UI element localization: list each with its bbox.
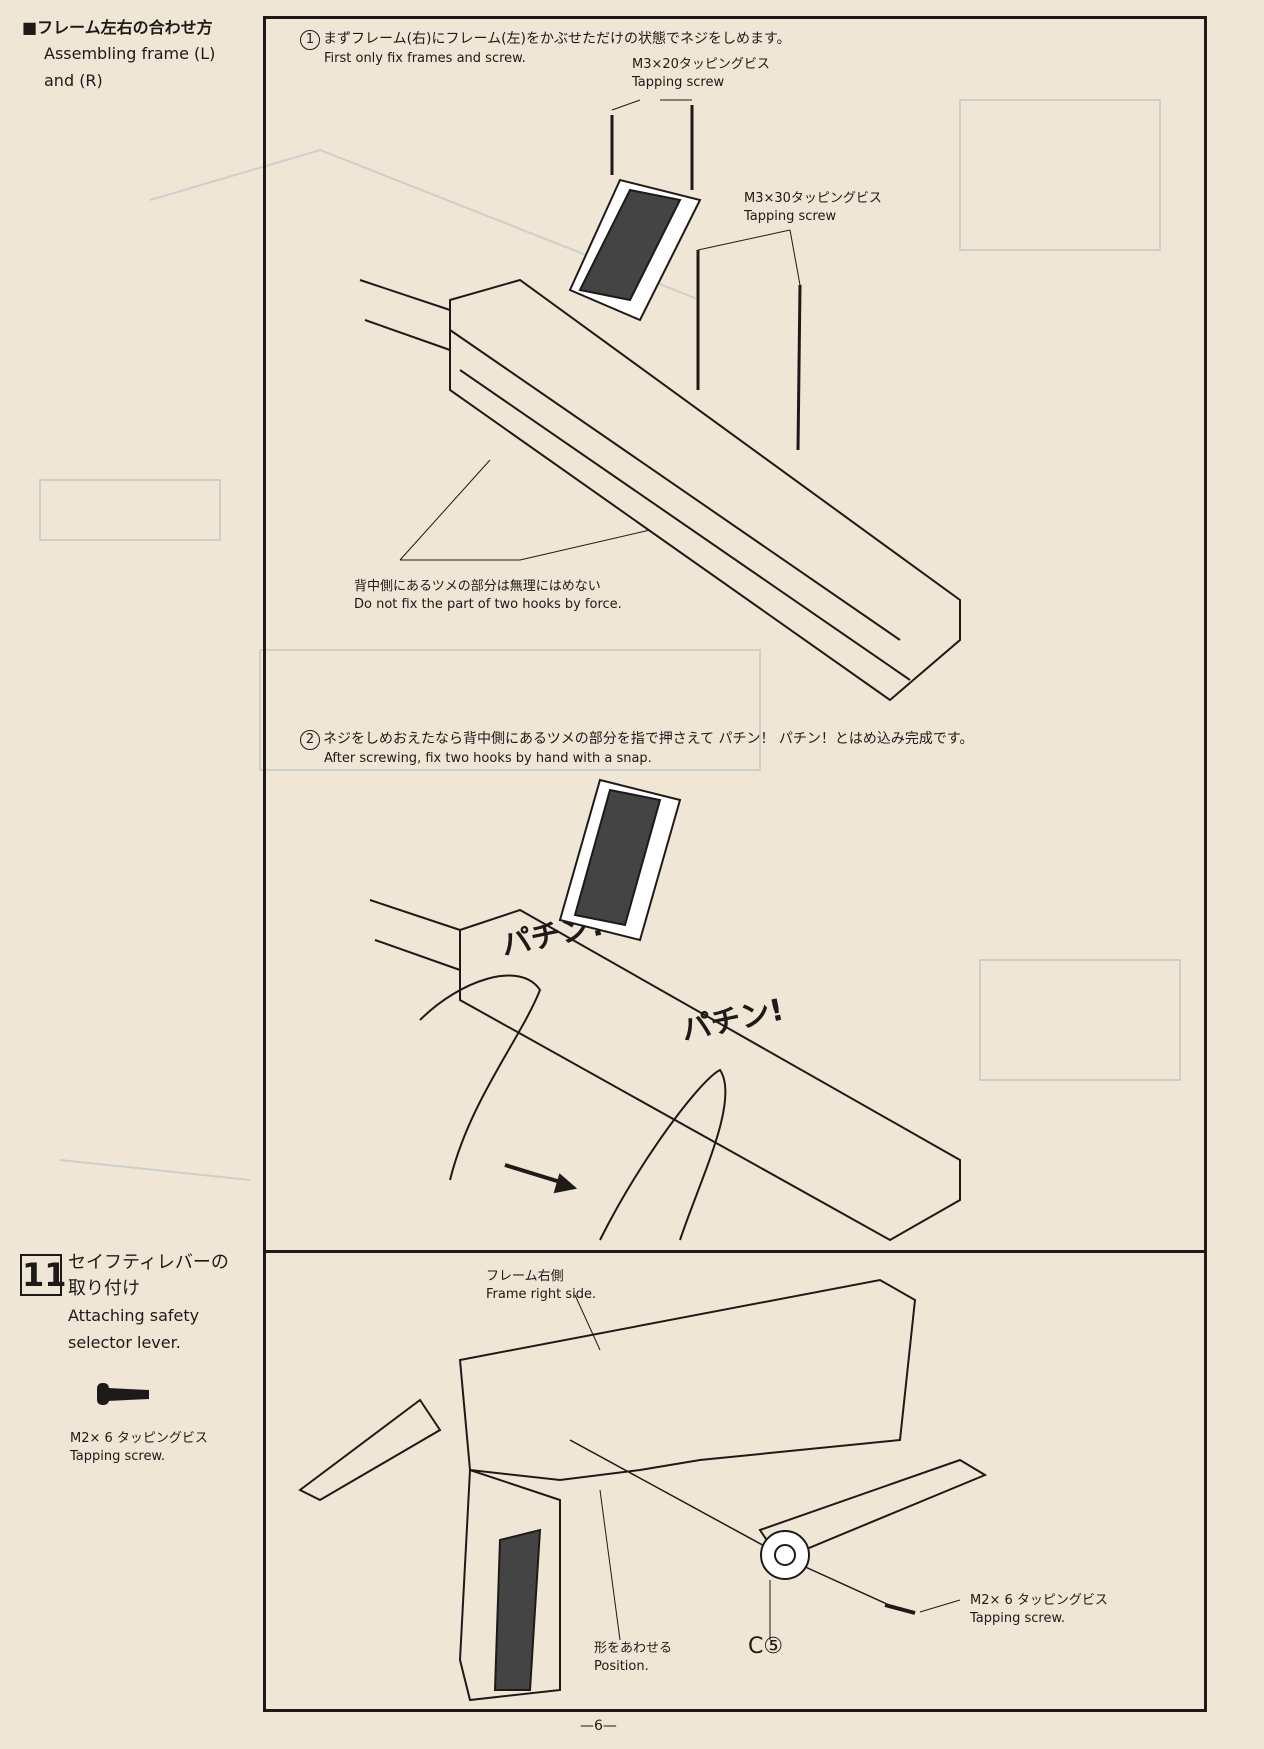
section-title-jp: ■フレーム左右の合わせ方 xyxy=(22,18,213,37)
step1-number: 1 xyxy=(300,30,320,50)
step11-number-badge: 11 xyxy=(20,1254,67,1296)
frame-side-label: フレーム右側 Frame right side. xyxy=(486,1268,596,1304)
safety-lever-illustration xyxy=(298,1278,988,1702)
step2-number: 2 xyxy=(300,730,320,750)
frame-side-jp: フレーム右側 xyxy=(486,1269,564,1284)
position-jp: 形をあわせる xyxy=(594,1641,673,1656)
page-number: —6— xyxy=(580,1718,617,1734)
frame-side-en: Frame right side. xyxy=(486,1287,597,1302)
step11-en-line1: Attaching safety xyxy=(68,1306,200,1325)
screw-m3x30-en: Tapping screw xyxy=(744,209,837,224)
screw-m3x30-label: M3×30タッピングビス Tapping screw xyxy=(744,190,882,226)
step11-title-en: Attaching safety selector lever. xyxy=(68,1302,199,1356)
section-title-en: Assembling frame (L) and (R) xyxy=(44,40,215,94)
snap-assembly-illustration xyxy=(369,778,961,1242)
side-screw-label: M2× 6 タッピングビス Tapping screw. xyxy=(70,1430,208,1466)
hooks-note-en: Do not fix the part of two hooks by forc… xyxy=(354,597,622,612)
step2-en: After screwing, fix two hooks by hand wi… xyxy=(324,751,652,766)
step11-en-line2: selector lever. xyxy=(68,1333,181,1352)
hooks-note: 背中側にあるツメの部分は無理にはめない Do not fix the part … xyxy=(354,578,622,614)
step2-jp: ネジをしめおえたなら背中側にあるツメの部分を指で押さえて パチン！ パチン！とは… xyxy=(323,731,974,747)
section-title-en-line1: Assembling frame (L) xyxy=(44,44,216,63)
hooks-note-jp: 背中側にあるツメの部分は無理にはめない xyxy=(354,579,601,594)
step11-jp-line2: 取り付け xyxy=(68,1278,140,1299)
m2x6-screw-icon xyxy=(97,1383,149,1405)
side-screw-jp: M2× 6 タッピングビス xyxy=(70,1431,208,1446)
position-en: Position. xyxy=(594,1659,649,1674)
screw-m3x30-jp: M3×30タッピングビス xyxy=(744,191,882,206)
part-c5-label: C⑤ xyxy=(748,1634,784,1659)
step11-title-jp: セイフティレバーの 取り付け xyxy=(68,1250,229,1302)
screw-callout-en: Tapping screw. xyxy=(970,1611,1066,1626)
side-screw-en: Tapping screw. xyxy=(70,1449,166,1464)
screw-m3x20-label: M3×20タッピングビス Tapping screw xyxy=(632,56,770,92)
screw-m3x20-jp: M3×20タッピングビス xyxy=(632,57,770,72)
frame-assembly-illustration xyxy=(359,99,961,702)
section-title-en-line2: and (R) xyxy=(44,71,103,90)
step11-jp-line1: セイフティレバーの xyxy=(68,1252,229,1273)
screw-callout-jp: M2× 6 タッピングビス xyxy=(970,1593,1108,1608)
position-label: 形をあわせる Position. xyxy=(594,1640,672,1676)
step1-jp: まずフレーム(右)にフレーム(左)をかぶせただけの状態でネジをしめます。 xyxy=(323,31,791,47)
screw-m3x20-en: Tapping screw xyxy=(632,75,725,90)
section-divider xyxy=(263,1250,1207,1253)
step1-en: First only fix frames and screw. xyxy=(324,51,526,66)
screw-callout-label: M2× 6 タッピングビス Tapping screw. xyxy=(970,1592,1108,1628)
instruction-frame xyxy=(263,16,1207,1712)
